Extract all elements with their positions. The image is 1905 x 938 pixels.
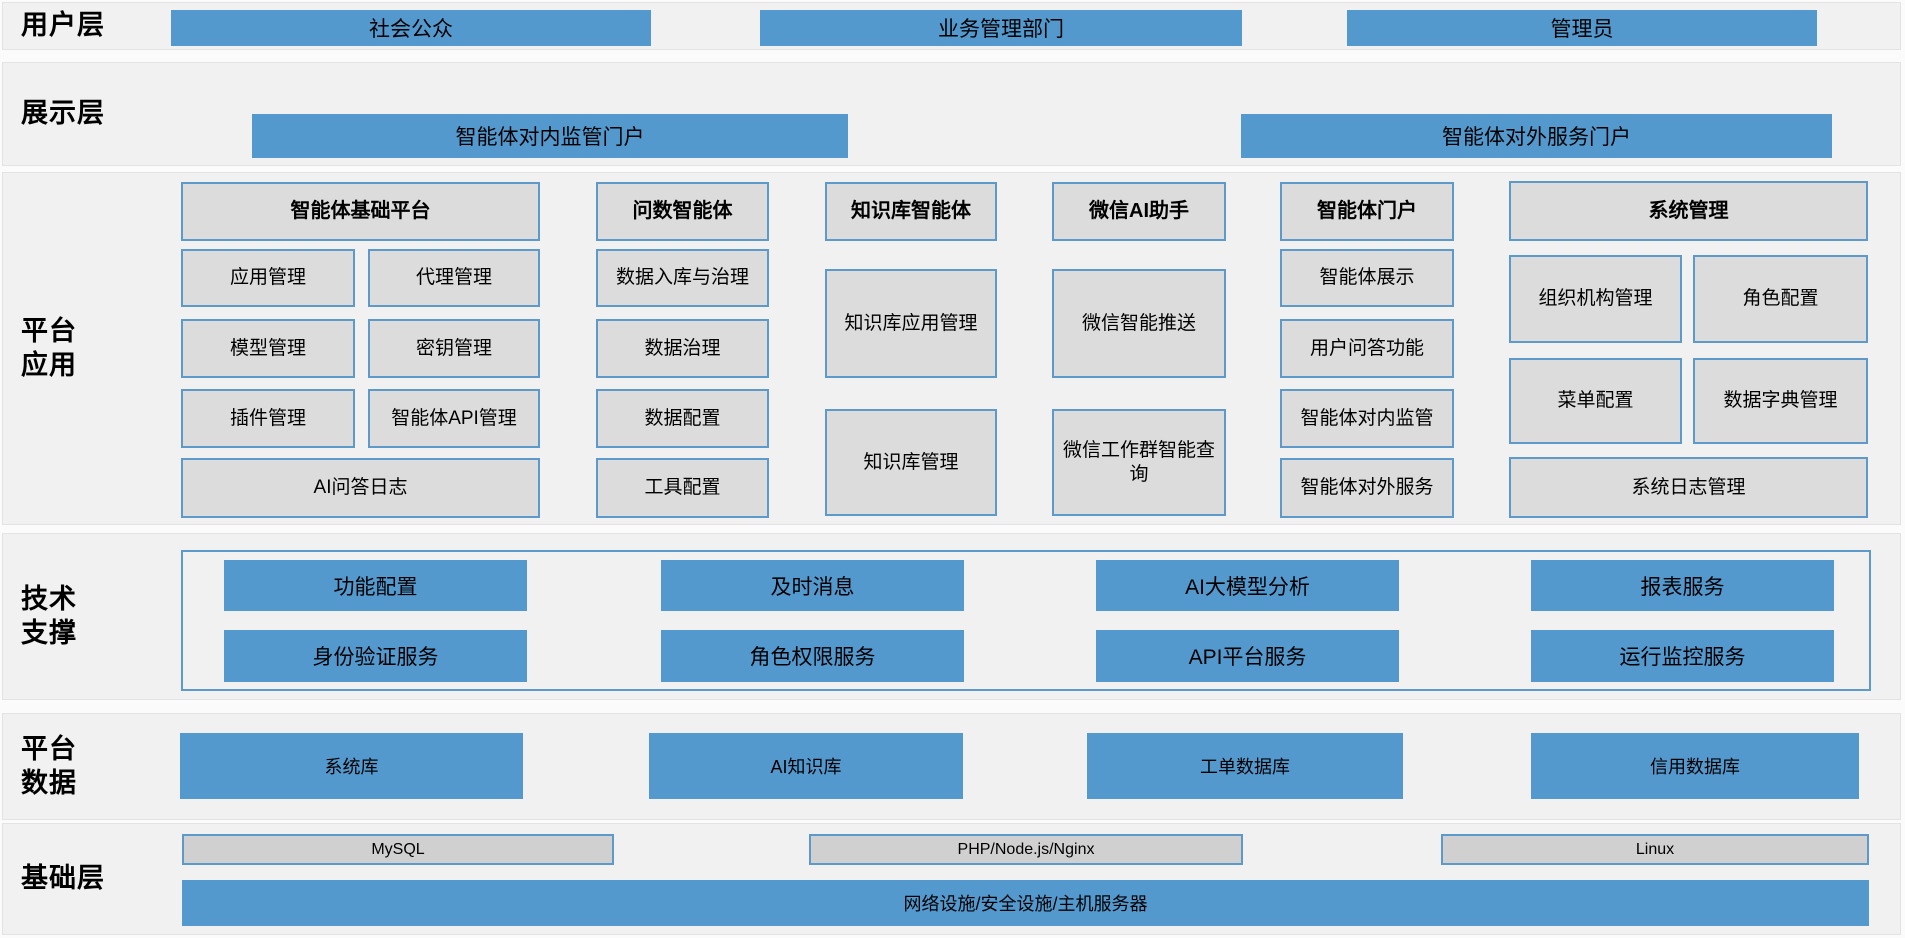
box-tool-config: 工具配置 bbox=[596, 458, 769, 518]
layer-infrastructure-label: 基础层 bbox=[21, 824, 151, 934]
box-wechat-group-query: 微信工作群智能查询 bbox=[1052, 409, 1226, 516]
layer-infrastructure-label-text: 基础层 bbox=[21, 863, 105, 894]
header-wechat-ai-assistant: 微信AI助手 bbox=[1052, 182, 1226, 241]
box-linux: Linux bbox=[1441, 834, 1869, 865]
layer-platform-data-label-line2: 数据 bbox=[21, 767, 77, 798]
box-user-qa: 用户问答功能 bbox=[1280, 319, 1454, 378]
header-agent-base-platform: 智能体基础平台 bbox=[181, 182, 540, 241]
box-wechat-smart-push: 微信智能推送 bbox=[1052, 269, 1226, 378]
box-key-mgmt: 密钥管理 bbox=[368, 319, 540, 378]
box-external-portal: 智能体对外服务门户 bbox=[1241, 114, 1832, 158]
box-proxy-mgmt: 代理管理 bbox=[368, 249, 540, 307]
box-admin: 管理员 bbox=[1347, 10, 1817, 46]
layer-user-label-text: 用户层 bbox=[21, 10, 105, 41]
box-agent-api-mgmt: 智能体API管理 bbox=[368, 389, 540, 448]
box-role-config: 角色配置 bbox=[1693, 255, 1868, 343]
layer-tech-support-label: 技术 支撑 bbox=[21, 534, 151, 699]
layer-display-label: 展示层 bbox=[21, 63, 151, 165]
layer-user-label: 用户层 bbox=[21, 3, 151, 49]
layer-platform-app-label-line2: 应用 bbox=[21, 349, 77, 380]
box-identity-verify-service: 身份验证服务 bbox=[224, 630, 527, 682]
layer-platform-data-label: 平台 数据 bbox=[21, 714, 151, 819]
layer-display: 展示层 智能体对内监管门户 智能体对外服务门户 bbox=[2, 62, 1901, 166]
layer-platform-data-label-line1: 平台 bbox=[21, 733, 77, 764]
box-app-mgmt: 应用管理 bbox=[181, 249, 355, 307]
box-ai-llm-analysis: AI大模型分析 bbox=[1096, 560, 1399, 611]
layer-tech-support-label-line1: 技术 bbox=[21, 583, 77, 614]
box-system-db: 系统库 bbox=[180, 733, 523, 799]
layer-platform-data: 平台 数据 系统库 AI知识库 工单数据库 信用数据库 bbox=[2, 713, 1901, 820]
box-func-config: 功能配置 bbox=[224, 560, 527, 611]
box-model-mgmt: 模型管理 bbox=[181, 319, 355, 378]
box-report-service: 报表服务 bbox=[1531, 560, 1834, 611]
box-kb-mgmt: 知识库管理 bbox=[825, 409, 997, 516]
header-knowledge-agent: 知识库智能体 bbox=[825, 182, 997, 241]
box-data-governance: 数据治理 bbox=[596, 319, 769, 378]
box-php-node-nginx: PHP/Node.js/Nginx bbox=[809, 834, 1243, 865]
box-sys-log-mgmt: 系统日志管理 bbox=[1509, 457, 1868, 518]
box-plugin-mgmt: 插件管理 bbox=[181, 389, 355, 448]
tech-support-frame bbox=[181, 550, 1871, 691]
box-data-config: 数据配置 bbox=[596, 389, 769, 448]
box-ai-qa-log: AI问答日志 bbox=[181, 458, 540, 518]
box-agent-internal-supervision: 智能体对内监管 bbox=[1280, 389, 1454, 448]
header-system-mgmt: 系统管理 bbox=[1509, 181, 1868, 241]
box-menu-config: 菜单配置 bbox=[1509, 358, 1682, 444]
box-data-ingest-governance: 数据入库与治理 bbox=[596, 249, 769, 307]
box-mysql: MySQL bbox=[182, 834, 614, 865]
box-network-infra: 网络设施/安全设施/主机服务器 bbox=[182, 880, 1869, 926]
layer-tech-support: 技术 支撑 功能配置 及时消息 AI大模型分析 报表服务 身份验证服务 角色权限… bbox=[2, 533, 1901, 700]
box-business-dept: 业务管理部门 bbox=[760, 10, 1242, 46]
box-agent-external-service: 智能体对外服务 bbox=[1280, 458, 1454, 518]
layer-infrastructure: 基础层 MySQL PHP/Node.js/Nginx Linux 网络设施/安… bbox=[2, 823, 1901, 935]
layer-platform-app-label-line1: 平台 bbox=[21, 315, 77, 346]
box-role-permission-service: 角色权限服务 bbox=[661, 630, 964, 682]
layer-display-label-text: 展示层 bbox=[21, 98, 105, 129]
header-data-query-agent: 问数智能体 bbox=[596, 182, 769, 241]
box-org-mgmt: 组织机构管理 bbox=[1509, 255, 1682, 343]
layer-platform-app: 平台 应用 智能体基础平台 应用管理 代理管理 模型管理 密钥管理 插件管理 智… bbox=[2, 172, 1901, 525]
layer-platform-app-label: 平台 应用 bbox=[21, 173, 151, 524]
box-kb-app-mgmt: 知识库应用管理 bbox=[825, 269, 997, 378]
box-credit-db: 信用数据库 bbox=[1531, 733, 1859, 799]
box-data-dict-mgmt: 数据字典管理 bbox=[1693, 358, 1868, 444]
box-internal-portal: 智能体对内监管门户 bbox=[252, 114, 848, 158]
box-ai-knowledge-db: AI知识库 bbox=[649, 733, 963, 799]
layer-tech-support-label-line2: 支撑 bbox=[21, 617, 77, 648]
layer-user: 用户层 社会公众 业务管理部门 管理员 bbox=[2, 2, 1901, 50]
box-ticket-db: 工单数据库 bbox=[1087, 733, 1403, 799]
box-instant-message: 及时消息 bbox=[661, 560, 964, 611]
box-public: 社会公众 bbox=[171, 10, 651, 46]
box-monitor-service: 运行监控服务 bbox=[1531, 630, 1834, 682]
header-agent-portal: 智能体门户 bbox=[1280, 182, 1454, 241]
box-agent-display: 智能体展示 bbox=[1280, 249, 1454, 307]
box-api-platform-service: API平台服务 bbox=[1096, 630, 1399, 682]
